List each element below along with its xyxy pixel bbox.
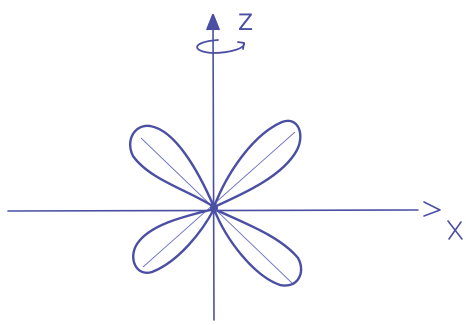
x-axis-arrowhead: [424, 202, 440, 216]
orbital-lobe-upper-right: [214, 121, 300, 207]
origin-node: [210, 204, 218, 212]
orbital-lobe-upper-left: [130, 126, 214, 207]
diagonal-guide-line: [143, 132, 295, 267]
z-axis-arrowhead: [207, 15, 219, 30]
z-axis-label: Z: [238, 11, 253, 36]
orbital-lobe-lower-left: [133, 209, 214, 273]
z-axis-line: [213, 20, 214, 320]
rotation-arrow-icon: [197, 40, 244, 53]
x-axis-label: X: [447, 220, 462, 245]
